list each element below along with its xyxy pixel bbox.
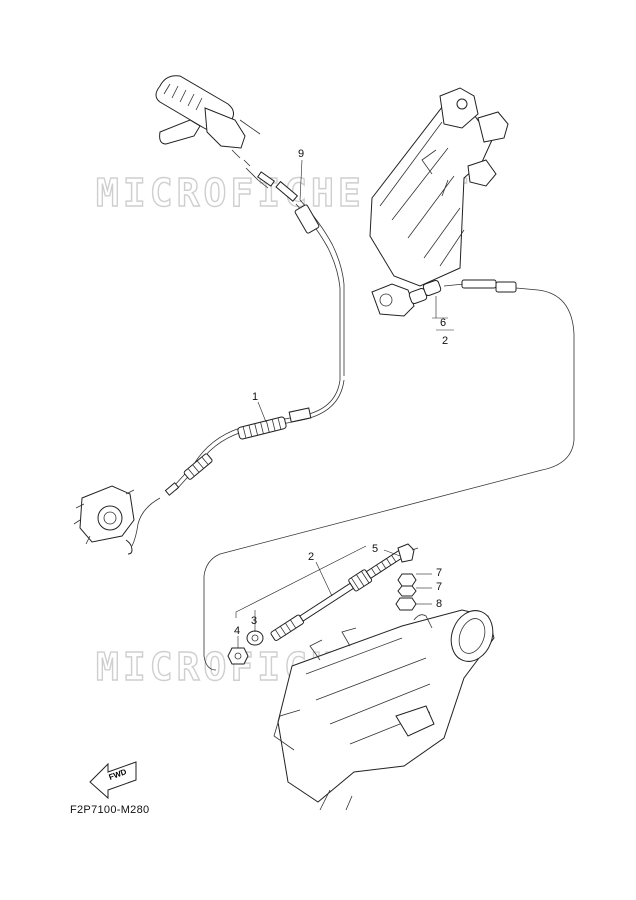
callout-6: 6 [440,317,446,329]
hardware-parts [227,573,417,665]
steering-column [369,87,509,287]
callout-2-middle: 2 [308,551,314,563]
callout-4: 4 [234,625,240,637]
carburetor [73,485,135,555]
callout-1: 1 [252,391,258,403]
diagram-code: F2P7100-M280 [70,804,150,816]
cable-assembly-2 [270,543,419,641]
callout-7-lower: 7 [436,581,442,593]
callout-9: 9 [298,148,304,160]
callout-5: 5 [372,543,378,555]
callouts: 9 1 6 2 2 5 3 4 7 7 8 [234,148,454,648]
callout-3: 3 [251,615,257,627]
fwd-arrow-icon: FWD [89,761,137,800]
callout-2-top: 2 [442,335,448,347]
steering-cable-route [203,289,575,671]
callout-8: 8 [436,598,442,610]
cable-9 [245,167,345,380]
cable-1 [131,379,345,547]
callout-7-upper: 7 [436,567,442,579]
joint-assembly-6 [371,279,539,317]
handlebar-assembly [155,75,261,167]
jet-pump-housing [273,609,495,811]
